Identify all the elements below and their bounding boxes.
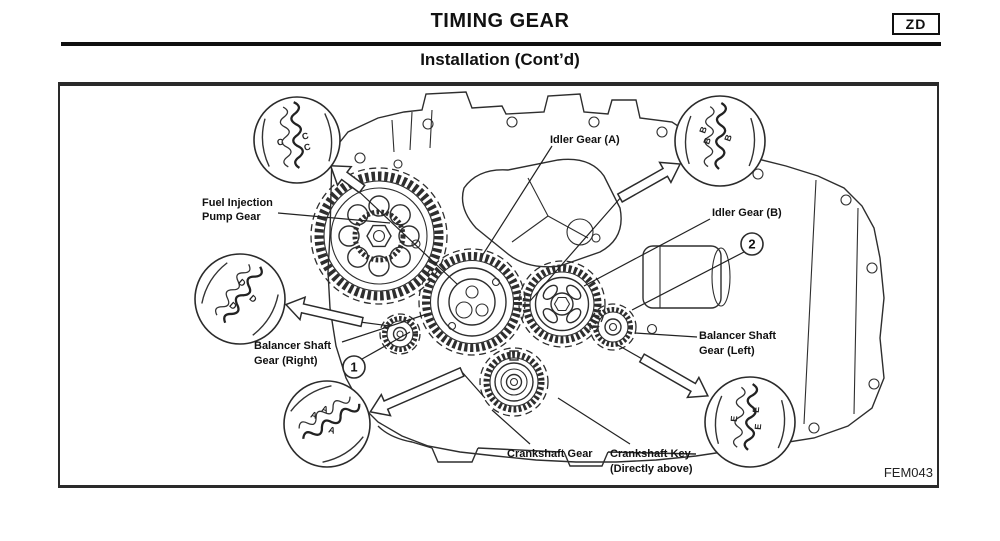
section-code-badge: ZD xyxy=(892,13,940,35)
inset-detail-b: B B B xyxy=(674,95,766,187)
timing-mark-d: D xyxy=(247,293,259,305)
inset-detail-a: A A A xyxy=(283,373,379,470)
callout-2: 2 xyxy=(740,232,764,256)
timing-mark-c: C xyxy=(303,141,312,152)
timing-mark-e: E xyxy=(751,406,761,413)
timing-mark-b: B xyxy=(697,125,709,135)
timing-mark-b: B xyxy=(722,133,734,143)
engine-block-art xyxy=(327,91,885,467)
inset-detail-d: D D D xyxy=(194,247,291,345)
label-balancer-right-line2: Gear (Right) xyxy=(254,355,318,367)
crankshaft-gear xyxy=(479,347,549,417)
arrow-to-c-detail xyxy=(329,164,366,194)
timing-mark-c: C xyxy=(301,130,310,141)
timing-mark-a: A xyxy=(327,424,337,436)
figure-code: FEM043 xyxy=(883,465,933,480)
arrow-to-e-detail xyxy=(638,353,710,399)
timing-mark-a: A xyxy=(320,403,330,415)
label-balancer-left-line2: Gear (Left) xyxy=(699,345,755,357)
callout-1: 1 xyxy=(342,355,366,379)
label-crankshaft-key-line2: (Directly above) xyxy=(610,463,693,475)
timing-mark-c: C xyxy=(276,136,285,147)
inset-detail-c: C C C xyxy=(253,96,341,184)
label-idler-gear-a: Idler Gear (A) xyxy=(550,134,620,146)
label-balancer-right-line1: Balancer Shaft xyxy=(254,340,331,352)
leader-lines xyxy=(277,145,745,445)
arrow-to-b-detail xyxy=(616,161,682,203)
starter-housing xyxy=(642,245,722,309)
fuel-injection-pump-gear xyxy=(310,167,448,305)
balancer-shaft-gear-left xyxy=(589,303,637,351)
timing-mark-e: E xyxy=(753,423,763,430)
pump-gear-nut xyxy=(366,224,392,248)
idler-gear-a xyxy=(418,248,526,356)
label-idler-gear-b: Idler Gear (B) xyxy=(712,207,782,219)
timing-mark-d: D xyxy=(236,277,248,289)
timing-mark-b: B xyxy=(701,136,713,146)
callout-2-number: 2 xyxy=(748,237,755,252)
idler-b-nut xyxy=(553,296,571,312)
arrow-to-d-detail xyxy=(284,295,364,328)
callout-1-number: 1 xyxy=(350,360,357,375)
label-fuel-pump-line2: Pump Gear xyxy=(202,211,261,223)
page-title: TIMING GEAR xyxy=(430,10,570,32)
timing-mark-e: E xyxy=(729,415,739,422)
arrow-to-a-detail xyxy=(369,366,465,417)
balancer-shaft-gear-right xyxy=(379,313,421,355)
idler-gear-b xyxy=(518,260,606,348)
timing-gear-diagram: C C C D D D B B B A A xyxy=(194,91,885,475)
timing-mark-a: A xyxy=(309,409,319,421)
section-subtitle: Installation (Cont’d) xyxy=(420,50,580,69)
detail-arrows xyxy=(284,161,710,417)
figure-frame: C C C D D D B B B A A xyxy=(58,82,939,488)
label-balancer-left-line1: Balancer Shaft xyxy=(699,330,776,342)
header-rule xyxy=(61,42,941,46)
timing-mark-d: D xyxy=(227,300,239,312)
label-crankshaft-key-line1: Crankshaft Key xyxy=(610,448,692,460)
label-fuel-pump-line1: Fuel Injection xyxy=(202,197,273,209)
label-crankshaft-gear: Crankshaft Gear xyxy=(507,448,593,460)
inset-detail-e: E E E xyxy=(704,376,796,468)
crankshaft-key xyxy=(509,350,519,361)
